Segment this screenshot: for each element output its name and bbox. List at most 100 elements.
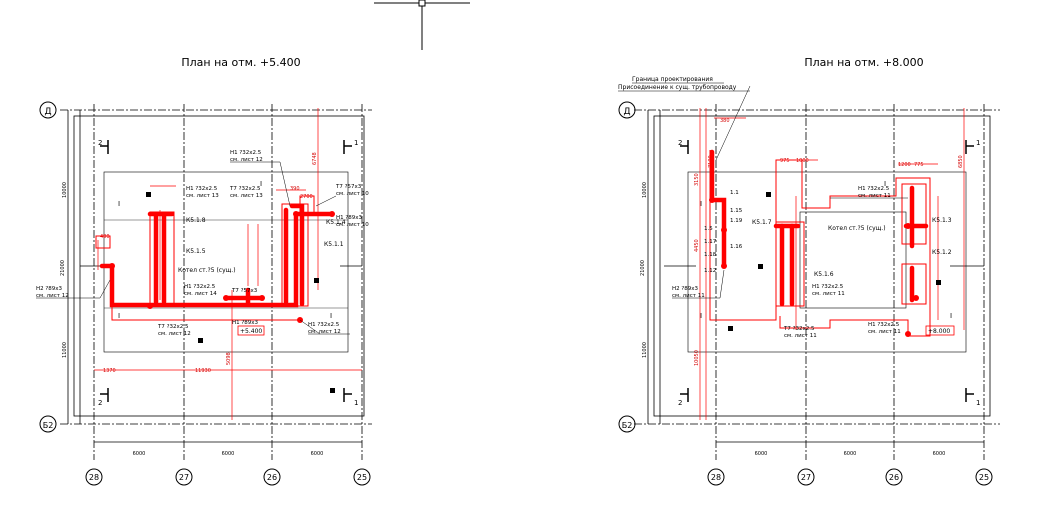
left-axis-row-b2: Б2 (43, 421, 54, 430)
left-node-k518: К5.1.8 (186, 217, 206, 224)
left-dim-6748: 6748 (312, 152, 318, 165)
right-callout-3: Н1 ?32х2.5 (812, 284, 844, 290)
left-dim-480: 480 (100, 234, 110, 240)
left-pipework (99, 203, 335, 308)
left-callout-3-sub: см. лист 13 (230, 193, 263, 199)
right-point-116: 1.16 (730, 244, 743, 250)
right-dim-bottom-2: 6000 (844, 451, 857, 457)
left-pipework-thin (95, 195, 315, 321)
left-dim-1370: 1370 (103, 368, 116, 374)
right-dim-6850: 6850 (958, 155, 964, 168)
left-level-mark: +5.400 (240, 328, 262, 335)
right-boundary-note: Граница проектирования (632, 76, 713, 83)
right-node-k512: К5.1.2 (932, 249, 952, 256)
svg-text:I: I (330, 312, 332, 320)
svg-text:I: I (118, 200, 120, 208)
svg-text:I: I (950, 312, 952, 320)
left-plan: План на отм. +5.400 Д Б2 (36, 56, 372, 486)
left-grid (60, 104, 372, 460)
right-callout-5: Н1 ?32х2.5 (868, 322, 900, 328)
right-section-2-top: 2 (678, 139, 682, 147)
right-section-1-bottom: 1 (976, 399, 980, 407)
left-callout-2-sub: см. лист 13 (186, 193, 219, 199)
right-axis-col-27: 27 (801, 473, 811, 482)
right-node-k516: К5.1.6 (814, 271, 834, 278)
right-axis-row-d: Д (623, 107, 630, 117)
right-section-2-bottom: 2 (678, 399, 682, 407)
left-boiler-label: Котел ст.?5 (сущ.) (178, 267, 236, 274)
left-callout-1-sub: см. лист 12 (230, 157, 263, 163)
right-callout-2-sub: см. лист 11 (672, 293, 705, 299)
left-axis-col-27: 27 (179, 473, 189, 482)
left-node-k511: К5.1.1 (324, 241, 344, 248)
left-axis-col-25: 25 (357, 473, 367, 482)
right-point-112: 1.12 (704, 268, 716, 274)
right-point-117: 1.17 (704, 239, 717, 245)
right-dim-380: 380 (720, 118, 730, 124)
left-node-k514: К5.1.4 (326, 219, 346, 226)
right-dim-775: 775 (914, 162, 924, 168)
left-callout-8: Т7 ?57х3 (231, 288, 258, 294)
left-axis-col-28: 28 (89, 473, 99, 482)
left-dim-bottom-1: 6000 (133, 451, 146, 457)
svg-text:I: I (118, 312, 120, 320)
right-nodes (709, 197, 919, 337)
right-point-118: 1.18 (704, 252, 717, 258)
svg-text:I: I (700, 200, 702, 208)
left-callout-7-sub: см. лист 14 (184, 291, 217, 297)
right-dim-3150: 3150 (694, 173, 700, 186)
right-callout-5-sub: см. лист 11 (868, 329, 901, 335)
left-callout-7: Н1 ?32х2.5 (184, 284, 216, 290)
left-callout-6: Н2 ?89х3 (36, 286, 63, 292)
left-callout-4-sub: см. лист 10 (336, 191, 369, 197)
right-dim-1200: 1200 (898, 162, 911, 168)
left-plan-title: План на отм. +5.400 (181, 56, 300, 69)
right-dim-10050: 10050 (694, 350, 700, 366)
left-callout-10: Н1 ?89х3 (232, 320, 259, 326)
right-callout-2: Н2 ?89х3 (672, 286, 699, 292)
svg-text:I: I (884, 180, 886, 188)
left-callout-4: Т7 ?57х3 (335, 184, 362, 190)
left-nodes (109, 211, 335, 323)
left-section-1-top: 1 (354, 139, 358, 147)
left-callout-9: Т7 ?32х2.5 (157, 324, 189, 330)
right-axis-col-26: 26 (889, 473, 899, 482)
right-dim-4450: 4450 (694, 239, 700, 252)
left-dim-bottom-3: 6000 (311, 451, 324, 457)
left-dim-left-2: 21000 (60, 260, 66, 276)
right-section-1-top: 1 (976, 139, 980, 147)
left-callout-9-sub: см. лист 12 (158, 331, 191, 337)
left-section-2-bottom: 2 (98, 399, 102, 407)
left-red-dims (94, 108, 362, 420)
left-callout-5-sub: см. лист 10 (336, 222, 369, 228)
left-dim-left-3: 11000 (62, 342, 68, 358)
right-dim-bottom-1: 6000 (755, 451, 768, 457)
left-axis-col-26: 26 (267, 473, 277, 482)
left-section-1-bottom: 1 (354, 399, 358, 407)
left-callout-11: Н1 ?32х2.5 (308, 322, 340, 328)
right-plan-title: План на отм. +8.000 (804, 56, 923, 69)
left-dim-11930: 11930 (195, 368, 211, 374)
svg-text:I: I (260, 180, 262, 188)
right-dim-left-1: 10000 (642, 182, 648, 198)
right-point-119: 1.19 (730, 218, 743, 224)
right-dim-bottom-3: 6000 (933, 451, 946, 457)
right-callout-1-sub: см. лист 11 (858, 193, 891, 199)
right-point-11: 1.1 (730, 190, 739, 196)
left-dim-left-1: 10000 (62, 182, 68, 198)
cad-cursor-icon (374, 0, 470, 50)
right-callout-4: Т7 ?32х2.5 (783, 326, 815, 332)
left-axis-row-d: Д (44, 107, 51, 117)
left-callout-3: Т7 ?32х2.5 (229, 186, 261, 192)
right-boiler-label: Котел ст.?5 (сущ.) (828, 225, 886, 232)
right-point-15: 1.5 (704, 226, 713, 232)
left-dim-390: 390 (290, 186, 300, 192)
svg-text:I: I (700, 312, 702, 320)
right-level-mark: +8.000 (928, 328, 950, 335)
right-point-115: 1.15 (730, 208, 743, 214)
left-section-2-top: 2 (98, 139, 102, 147)
right-callout-3-sub: см. лист 11 (812, 291, 845, 297)
left-dim-2700: 2700 (300, 194, 313, 200)
right-callout-4-sub: см. лист 11 (784, 333, 817, 339)
